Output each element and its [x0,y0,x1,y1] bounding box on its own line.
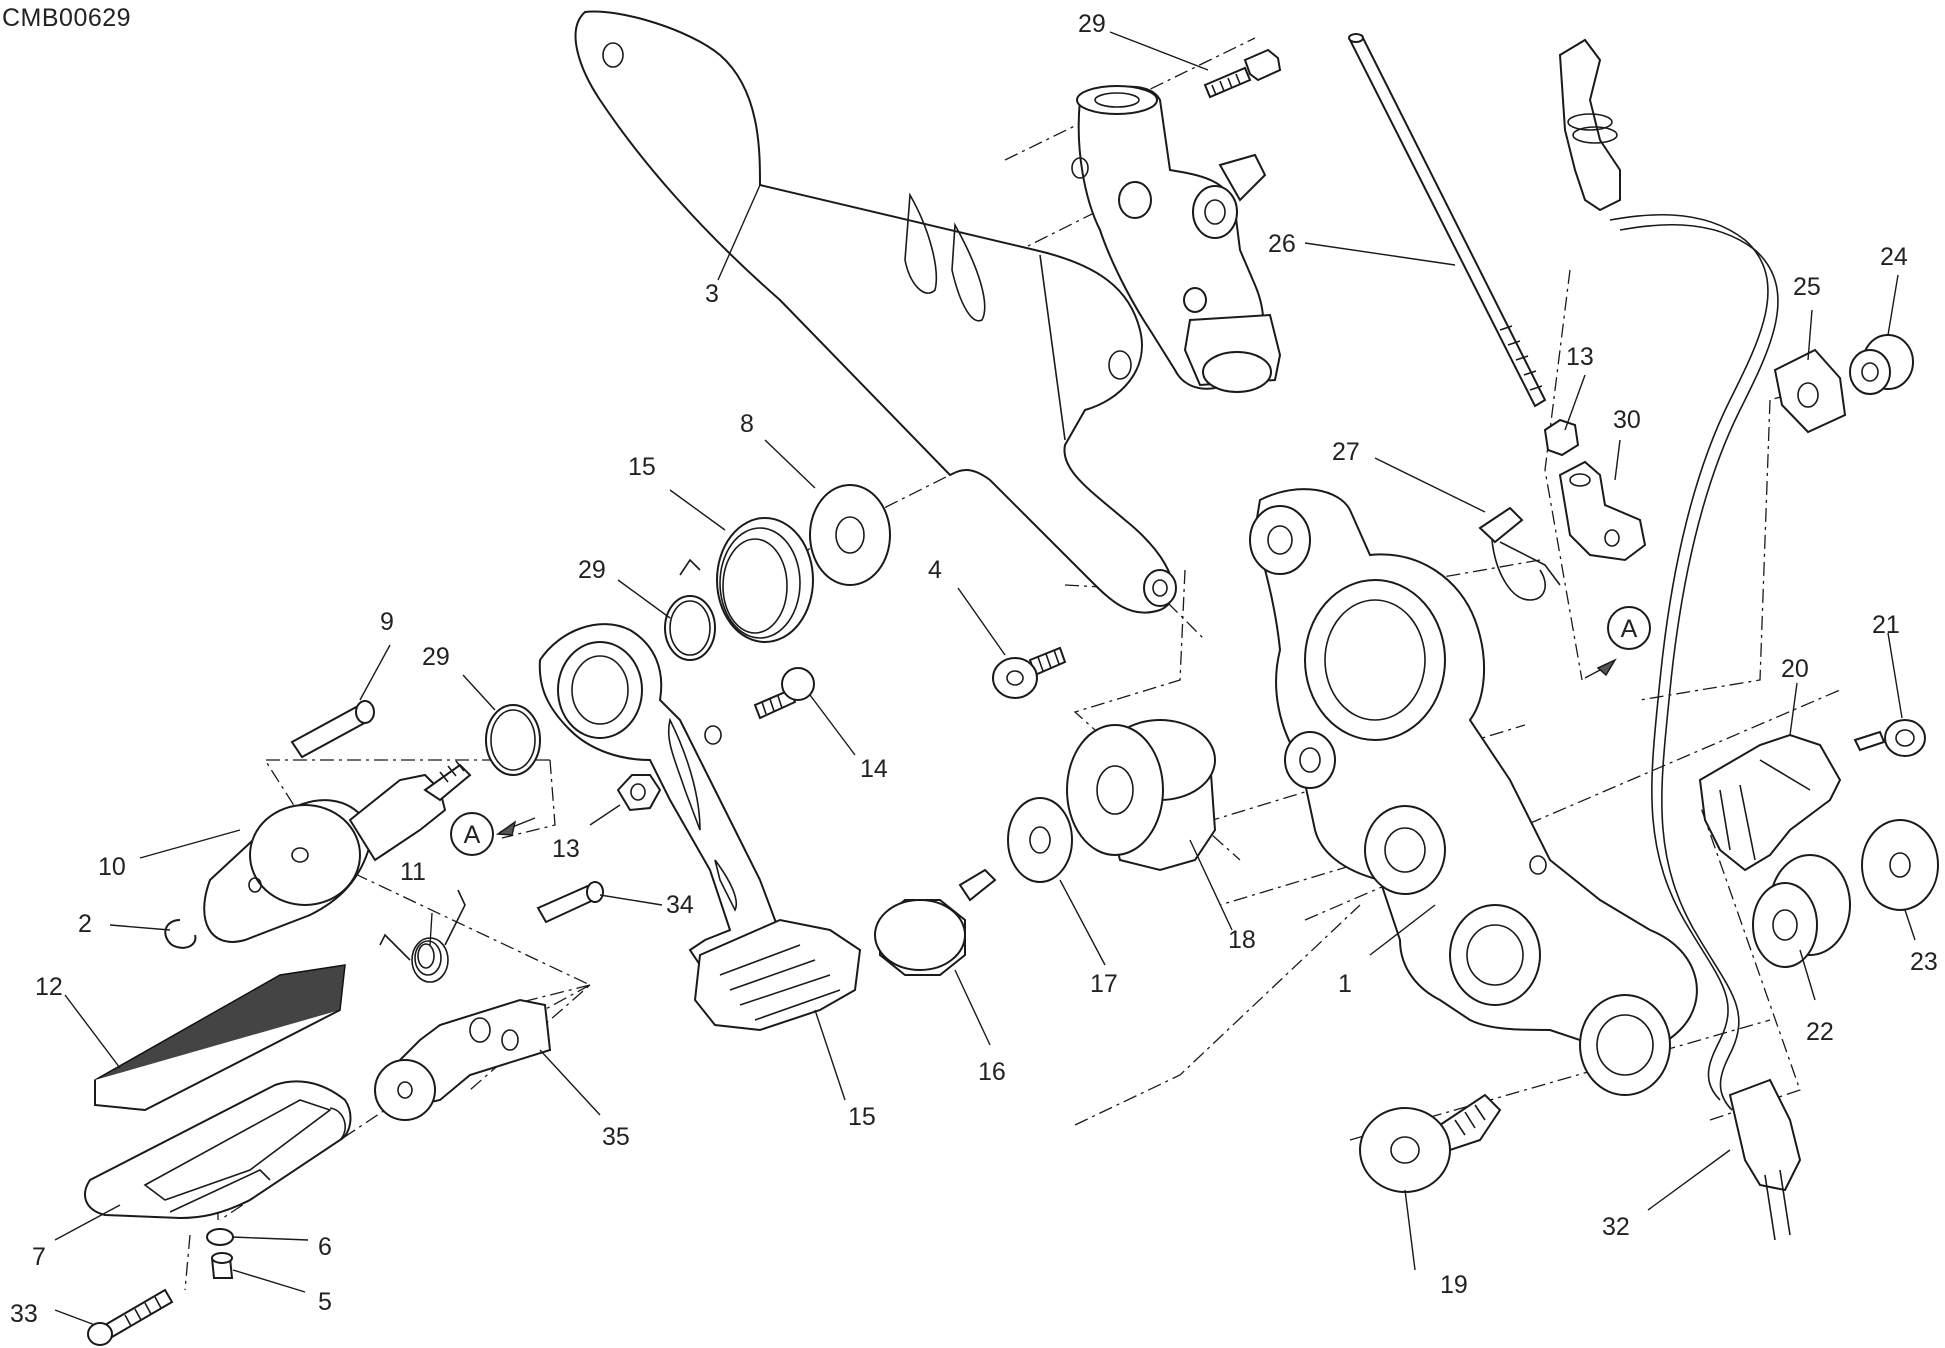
callout-30: 30 [1613,406,1641,434]
callout-15: 15 [848,1103,876,1131]
section-marker-a-left: A [450,812,536,856]
washer-6 [206,1228,234,1246]
screw-33 [87,1288,174,1346]
callout-31: 29 [1078,10,1106,38]
footrest-support-1 [1249,488,1698,1096]
section-marker-a-right: A [1584,606,1651,679]
ball-stud-14 [753,667,815,720]
push-rod [1348,33,1547,408]
callout-7: 7 [32,1243,46,1271]
callout-14: 14 [860,755,888,783]
leader-lines [54,31,1916,1326]
callout-35: 35 [602,1123,630,1151]
callout-17: 16 [978,1058,1006,1086]
footpeg-7 [84,1080,352,1220]
callout-34: 34 [666,891,694,919]
callout-8: 8 [740,410,754,438]
callout-19: 18 [1228,926,1256,954]
washer-18 [1007,797,1073,883]
washer-8 [809,484,891,586]
bush-23 [1752,854,1851,968]
spring-11 [379,889,466,983]
callout-13-lower: 13 [552,835,580,863]
callout-28: 27 [1332,438,1360,466]
footpeg-mount-35 [374,998,552,1121]
screw-4 [992,646,1067,699]
switch-bracket-21 [1698,733,1842,872]
screw-5 [210,1252,234,1279]
callout-22: 21 [1872,611,1900,639]
pivot-shaft-10 [203,760,472,943]
callout-2: 2 [78,910,92,938]
section-marker-label: A [464,821,481,849]
rear-brake-master-cylinder [1071,85,1282,393]
callout-23: 22 [1806,1018,1834,1046]
section-marker-label: A [1621,615,1638,643]
circlip-2 [164,919,197,949]
callout-11: 11 [400,858,426,886]
callout-13-upper: 13 [1566,343,1594,371]
callout-6: 6 [318,1233,332,1261]
callout-labels: 29 3 26 13 30 27 25 24 20 21 22 23 32 19… [10,10,1938,1328]
callout-10: 10 [98,853,126,881]
o-ring-29-upper [664,595,716,661]
pin-9 [290,700,375,759]
callout-20: 19 [1440,1271,1468,1299]
clip-pin-28 [1478,506,1561,601]
nut-13-lower [616,774,662,812]
pivot-bolt-20 [1359,1093,1502,1193]
callout-1: 1 [1338,970,1352,998]
callout-25: 24 [1880,243,1908,271]
callout-12: 12 [35,973,63,1001]
callout-18: 17 [1090,970,1118,998]
callout-4: 4 [928,556,942,584]
callout-5: 5 [318,1288,332,1316]
callout-29-upper: 29 [578,556,606,584]
screw-31 [1203,48,1282,99]
brake-pedal-15 [538,623,862,1032]
nut-13-upper [1543,418,1580,457]
callout-16: 15 [628,453,656,481]
callout-26: 25 [1793,273,1821,301]
screw-22 [1853,719,1926,757]
pin-34 [536,881,604,924]
bush-25 [1849,334,1914,395]
callout-32: 32 [1602,1213,1630,1241]
nut-26 [1773,348,1847,434]
footrest-bracket-plate [574,10,1177,614]
callout-21: 20 [1781,655,1809,683]
stop-light-switch-32 [1558,38,1802,1241]
footpeg-rubber-12 [94,964,346,1112]
callout-3: 3 [705,280,719,308]
bolt-17 [874,868,997,976]
callout-29-lower: 29 [422,643,450,671]
drawing-code: CMB00629 [2,4,132,32]
callout-33: 33 [10,1300,38,1328]
callout-27: 26 [1268,230,1296,258]
callout-9: 9 [380,608,394,636]
callout-24: 23 [1910,948,1938,976]
o-ring-29-lower [485,704,541,776]
clevis-30 [1558,460,1647,562]
roller-19 [1066,719,1217,872]
return-spring-16 [679,517,814,643]
washer-24 [1861,819,1939,911]
